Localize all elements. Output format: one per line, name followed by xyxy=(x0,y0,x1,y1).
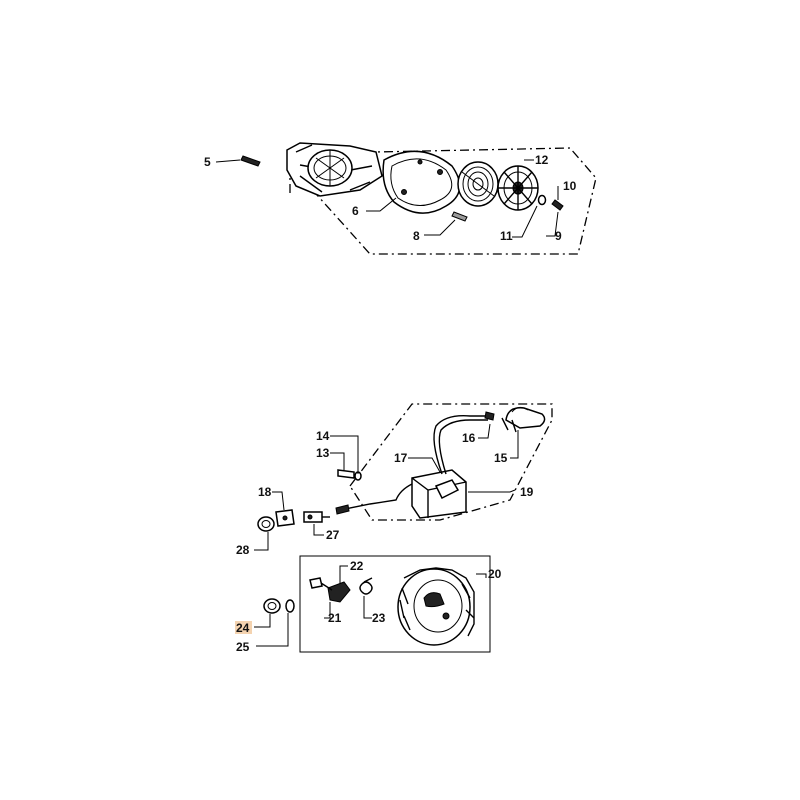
starter-pulley-part-12 xyxy=(497,165,539,211)
nut-part-28 xyxy=(257,516,275,532)
callout-20[interactable]: 20 xyxy=(488,567,502,581)
callout-24[interactable]: 24 xyxy=(236,621,250,635)
ignition-group-boundary xyxy=(349,403,553,521)
callout-27[interactable]: 27 xyxy=(326,528,340,542)
spring-part-23 xyxy=(359,577,373,595)
callout-16[interactable]: 16 xyxy=(462,431,476,445)
callout-13[interactable]: 13 xyxy=(316,446,330,460)
terminal-part-27 xyxy=(303,511,330,523)
flywheel-assembly: 20 22 21 23 24 25 xyxy=(235,555,502,654)
callout-17[interactable]: 17 xyxy=(394,451,408,465)
screw-part-16 xyxy=(484,411,495,421)
callout-9[interactable]: 9 xyxy=(555,229,562,243)
recoil-spring xyxy=(457,161,499,207)
screw-part-13 xyxy=(337,469,355,479)
starter-cover-part-6 xyxy=(382,150,461,214)
washer-part-25 xyxy=(285,599,295,613)
nut-part-24 xyxy=(263,598,281,614)
callout-28[interactable]: 28 xyxy=(236,543,250,557)
callout-15[interactable]: 15 xyxy=(494,451,508,465)
ignition-assembly: 14 13 16 15 17 19 18 28 27 xyxy=(236,403,553,557)
callout-18[interactable]: 18 xyxy=(258,485,272,499)
callout-11[interactable]: 11 xyxy=(500,229,513,243)
callout-24-highlight xyxy=(235,621,252,634)
callout-10[interactable]: 10 xyxy=(563,179,577,193)
callout-25[interactable]: 25 xyxy=(236,640,250,654)
callout-6[interactable]: 6 xyxy=(352,204,359,218)
flywheel-group-boundary xyxy=(299,555,491,653)
screw-part-8 xyxy=(451,211,468,222)
flywheel-part-20 xyxy=(397,567,475,646)
callout-23[interactable]: 23 xyxy=(372,611,386,625)
starter-housing xyxy=(286,142,383,197)
callout-21[interactable]: 21 xyxy=(328,611,342,625)
callout-12[interactable]: 12 xyxy=(535,153,549,167)
callout-5[interactable]: 5 xyxy=(204,155,211,169)
callout-8[interactable]: 8 xyxy=(413,229,420,243)
callout-22[interactable]: 22 xyxy=(350,559,364,573)
ignition-coil-part-19 xyxy=(335,415,488,519)
pawl-part-22 xyxy=(327,581,351,603)
screw-part-21 xyxy=(309,577,333,591)
starter-assembly: 5 6 8 9 10 11 12 xyxy=(204,142,597,255)
screw-part-10 xyxy=(551,199,564,211)
washer-part-11 xyxy=(537,194,547,206)
callout-14[interactable]: 14 xyxy=(316,429,330,443)
screw-part-5 xyxy=(240,155,261,167)
spark-plug-boot-part-15 xyxy=(501,406,546,433)
callout-19[interactable]: 19 xyxy=(520,485,534,499)
